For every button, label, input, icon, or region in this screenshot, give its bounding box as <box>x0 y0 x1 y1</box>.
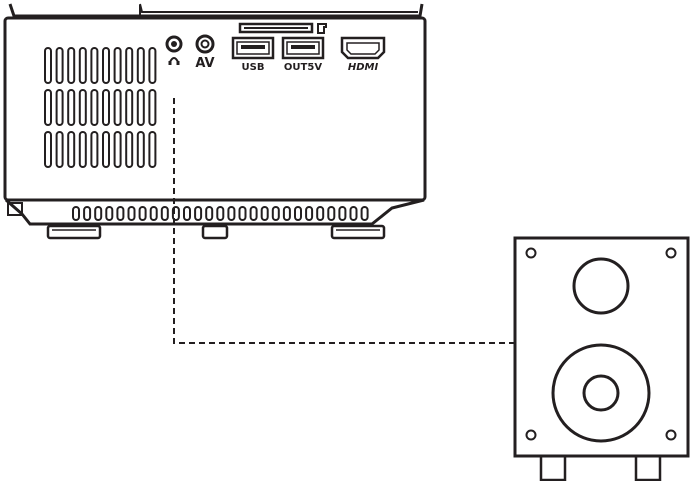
bottom-vent-slot <box>73 207 79 220</box>
tweeter <box>574 259 628 313</box>
speaker-leg-left <box>541 456 565 480</box>
vent-slot <box>91 132 97 167</box>
vent-slot <box>68 90 74 125</box>
vent-slot <box>149 132 155 167</box>
vent-slot <box>57 48 63 83</box>
lid-edge <box>140 4 418 12</box>
screw-bottom-right <box>667 431 676 440</box>
vent-slot <box>149 48 155 83</box>
headphone-icon <box>169 58 180 65</box>
bottom-vent-slot <box>317 207 323 220</box>
bottom-vent-slot <box>262 207 268 220</box>
vent-slot <box>138 48 144 83</box>
bottom-vent-slot <box>328 207 334 220</box>
bottom-vent-slot <box>84 207 90 220</box>
bottom-vent-slot <box>284 207 290 220</box>
vent-slot <box>126 90 132 125</box>
vent-slot <box>115 132 121 167</box>
vent-slot <box>138 132 144 167</box>
bottom-vent-slot <box>228 207 234 220</box>
projector-top-strip <box>10 4 422 16</box>
foot-left <box>48 226 100 238</box>
bottom-vent-slot <box>295 207 301 220</box>
bottom-vent-slot <box>195 207 201 220</box>
bottom-vent-slot <box>217 207 223 220</box>
av-label: AV <box>195 56 214 71</box>
screw-bottom-left <box>527 431 536 440</box>
bottom-vent-slot <box>273 207 279 220</box>
out5v-label: OUT5V <box>284 62 322 73</box>
speaker-cabinet <box>515 238 688 456</box>
vent-slot <box>115 48 121 83</box>
vent-slot <box>80 48 86 83</box>
av-port <box>197 36 213 52</box>
usb-label: USB <box>242 62 265 73</box>
sd-card-slot <box>240 24 312 32</box>
vent-slot <box>115 90 121 125</box>
vent-slot <box>80 90 86 125</box>
screw-top-left <box>527 249 536 258</box>
hdmi-label: HDMI <box>348 62 379 73</box>
projector: AV USB OUT5V HDMI <box>5 4 425 238</box>
vent-slot <box>149 90 155 125</box>
hdmi-port <box>342 38 384 58</box>
usb-port <box>233 38 273 58</box>
vent-slot <box>138 90 144 125</box>
bottom-vent-slot <box>251 207 257 220</box>
headphone-port <box>167 37 181 51</box>
speaker <box>515 238 688 480</box>
vent-slot <box>126 132 132 167</box>
base-bevel-left <box>10 203 22 214</box>
bottom-vent-slot <box>117 207 123 220</box>
sd-card-icon <box>318 24 326 33</box>
bottom-vent-slot <box>184 207 190 220</box>
woofer-dust-cap <box>584 376 618 410</box>
bottom-vent-slot <box>306 207 312 220</box>
screw-top-right <box>667 249 676 258</box>
bottom-vent-slot <box>162 207 168 220</box>
vent-slot <box>103 132 109 167</box>
vent-slot <box>91 90 97 125</box>
vent-slot <box>103 90 109 125</box>
foot-right <box>332 226 384 238</box>
bottom-vent-slot <box>140 207 146 220</box>
vent-slot <box>45 90 51 125</box>
bottom-vent-slot <box>351 207 357 220</box>
vent-slot <box>126 48 132 83</box>
bottom-vent-row <box>73 207 368 220</box>
bottom-vent-slot <box>106 207 112 220</box>
vent-slot <box>45 48 51 83</box>
bottom-vent-slot <box>240 207 246 220</box>
vent-slot <box>57 90 63 125</box>
vent-slot <box>68 132 74 167</box>
side-vent-grille <box>45 48 155 167</box>
speaker-leg-right <box>636 456 660 480</box>
bottom-vent-slot <box>95 207 101 220</box>
out5v-port <box>283 38 323 58</box>
woofer <box>553 345 649 441</box>
bottom-vent-slot <box>129 207 135 220</box>
vent-slot <box>91 48 97 83</box>
bottom-vent-slot <box>151 207 157 220</box>
vent-slot <box>45 132 51 167</box>
bottom-vent-slot <box>339 207 345 220</box>
vent-slot <box>80 132 86 167</box>
vent-slot <box>68 48 74 83</box>
vent-slot <box>57 132 63 167</box>
vent-slot <box>103 48 109 83</box>
foot-center <box>203 226 227 238</box>
bottom-vent-slot <box>362 207 368 220</box>
bottom-vent-slot <box>206 207 212 220</box>
